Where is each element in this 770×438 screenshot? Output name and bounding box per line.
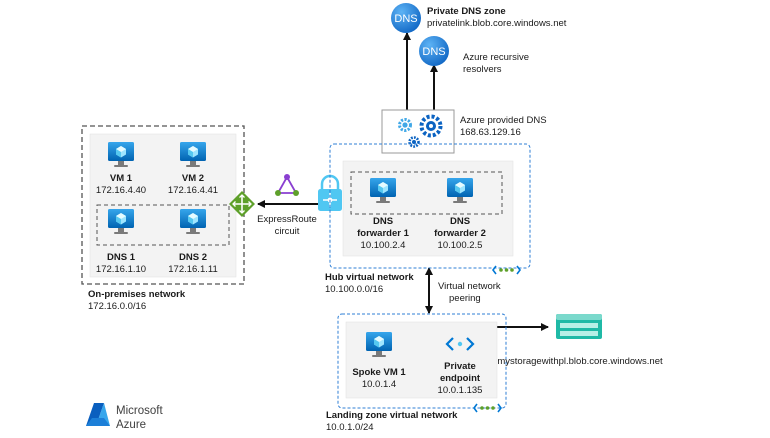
expressroute-icon: [275, 174, 299, 196]
azure-provided-dns-title: Azure provided DNS: [460, 115, 547, 126]
router-icon: [229, 191, 255, 217]
dns1-name: DNS 1: [107, 252, 136, 263]
azure-recursive-line2: resolvers: [463, 64, 502, 75]
vm1-ip: 172.16.4.40: [96, 185, 146, 196]
expressroute-label-line1: ExpressRoute: [257, 214, 317, 225]
private-dns-zone-domain: privatelink.blob.core.windows.net: [427, 18, 567, 29]
private-dns-zone-icon: DNS: [391, 3, 421, 33]
peering-label-line1: Virtual network: [438, 281, 501, 292]
hub-forwarders-group: [350, 171, 503, 215]
vm2-ip: 172.16.4.41: [168, 185, 218, 196]
azure-recursive-line1: Azure recursive: [463, 52, 529, 63]
on-premises-dns-group: [96, 204, 230, 246]
private-endpoint-line1: Private: [444, 361, 476, 372]
azure-provided-dns-box: [381, 109, 455, 154]
landing-zone-title: Landing zone virtual network: [326, 410, 458, 421]
dns-forwarder1-ip: 10.100.2.4: [361, 240, 406, 251]
azure-logo-icon: [86, 403, 110, 426]
dns-forwarder1-line2: forwarder 1: [357, 228, 409, 239]
vm2-name: VM 2: [182, 173, 204, 184]
azure-provided-dns-ip: 168.63.129.16: [460, 127, 521, 138]
hub-inner-panel: [342, 160, 514, 257]
dns1-ip: 172.16.1.10: [96, 264, 146, 275]
dns2-name: DNS 2: [179, 252, 207, 263]
spoke-vm1-ip: 10.0.1.4: [362, 379, 396, 390]
on-premises-cidr: 172.16.0.0/16: [88, 301, 146, 312]
landing-zone-cidr: 10.0.1.0/24: [326, 422, 374, 433]
hub-network-boundary: [329, 143, 531, 269]
dns-forwarder2-line2: forwarder 2: [434, 228, 486, 239]
expressroute-label-line2: circuit: [275, 226, 300, 237]
storage-account-name: mystoragewithpl.blob.core.windows.net: [497, 356, 663, 367]
dns-forwarder1-line1: DNS: [373, 216, 393, 227]
dns-forwarder2-line1: DNS: [450, 216, 470, 227]
private-endpoint-line2: endpoint: [440, 373, 481, 384]
dns-forwarder2-ip: 10.100.2.5: [438, 240, 483, 251]
private-endpoint-icon: [445, 337, 475, 351]
spoke-vm1-name: Spoke VM 1: [352, 367, 406, 378]
hub-network-title: Hub virtual network: [325, 272, 414, 283]
vm1-name: VM 1: [110, 173, 133, 184]
storage-account-icon: [556, 314, 602, 339]
peering-label-line2: peering: [449, 293, 481, 304]
logo-microsoft: Microsoft: [116, 405, 163, 417]
logo-azure: Azure: [116, 419, 146, 431]
svg-text:DNS: DNS: [394, 13, 417, 25]
dns2-ip: 172.16.1.11: [168, 264, 217, 275]
private-endpoint-ip: 10.0.1.135: [438, 385, 483, 396]
on-premises-title: On-premises network: [88, 289, 186, 300]
gears-icon: [398, 114, 443, 148]
hub-network-cidr: 10.100.0.0/16: [325, 284, 383, 295]
hub-vnet-icon: [492, 265, 521, 275]
svg-text:DNS: DNS: [422, 46, 445, 58]
landing-zone-network-boundary: [337, 313, 507, 409]
azure-recursive-dns-icon: DNS: [419, 36, 449, 66]
private-dns-zone-title: Private DNS zone: [427, 6, 506, 17]
